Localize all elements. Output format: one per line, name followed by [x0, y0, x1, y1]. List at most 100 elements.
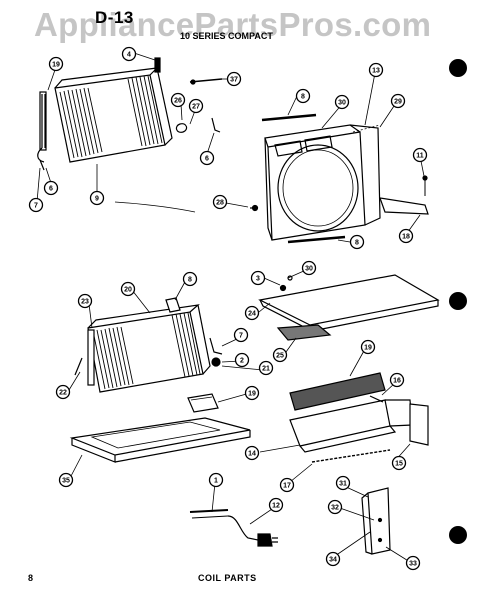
callout-circle: [244, 445, 260, 461]
callout-number: 8: [188, 277, 192, 284]
callout-2: 2: [234, 352, 250, 368]
callout-circle: [390, 93, 406, 109]
callout-number: 9: [95, 196, 99, 203]
callout-7: 7: [28, 197, 44, 213]
callout-number: 16: [393, 378, 401, 385]
callout-number: 35: [62, 478, 70, 485]
callout-circle: [258, 360, 274, 376]
binder-hole-mark-top: [449, 59, 467, 77]
callout-circle: [250, 270, 266, 286]
callout-22: 22: [55, 384, 71, 400]
callout-circle: [335, 475, 351, 491]
callout-6: 6: [199, 150, 215, 166]
callout-23: 23: [77, 293, 93, 309]
callout-number: 26: [174, 98, 182, 105]
callout-circle: [279, 477, 295, 493]
callout-32: 32: [327, 499, 343, 515]
callout-3: 3: [250, 270, 266, 286]
callout-circle: [188, 98, 204, 114]
callout-number: 25: [276, 353, 284, 360]
callout-circle: [349, 234, 365, 250]
callout-circle: [327, 499, 343, 515]
footer-title: COIL PARTS: [198, 573, 257, 583]
upper-coil-assembly: [37, 57, 223, 171]
callout-26: 26: [170, 92, 186, 108]
callout-circle: [295, 88, 311, 104]
callout-circle: [389, 372, 405, 388]
fan-shroud-assembly: [250, 113, 429, 244]
callout-number: 15: [395, 461, 403, 468]
page-code: D-13: [95, 8, 134, 27]
callout-16: 16: [389, 372, 405, 388]
callout-circle: [368, 62, 384, 78]
callout-number: 20: [124, 287, 132, 294]
page-number: 8: [28, 573, 34, 583]
callout-circle: [325, 551, 341, 567]
callout-circle: [360, 339, 376, 355]
callout-number: 19: [364, 345, 372, 352]
callout-14: 14: [244, 445, 260, 461]
callout-33: 33: [405, 555, 421, 571]
callout-number: 22: [59, 390, 67, 397]
callout-25: 25: [272, 347, 288, 363]
callout-circle: [48, 56, 64, 72]
callout-29: 29: [390, 93, 406, 109]
top-cover-plate: [258, 274, 440, 341]
callout-number: 34: [329, 557, 337, 564]
callout-circle: [55, 384, 71, 400]
callout-34: 34: [325, 551, 341, 567]
callout-number: 19: [52, 62, 60, 69]
callout-8: 8: [182, 271, 198, 287]
callout-number: 30: [305, 266, 313, 273]
callout-number: 30: [338, 100, 346, 107]
callout-circle: [212, 194, 228, 210]
callout-number: 21: [262, 366, 270, 373]
callout-number: 14: [248, 451, 256, 458]
callout-circle: [58, 472, 74, 488]
callout-27: 27: [188, 98, 204, 114]
callout-circle: [89, 190, 105, 206]
callout-circle: [268, 497, 284, 513]
callout-20: 20: [120, 281, 136, 297]
callout-number: 12: [272, 503, 280, 510]
callout-number: 17: [283, 483, 291, 490]
callout-6: 6: [43, 180, 59, 196]
callout-circle: [405, 555, 421, 571]
power-cord-assembly: [189, 509, 278, 547]
lower-coil-assembly: [74, 297, 223, 393]
callout-circle: [234, 352, 250, 368]
callout-circle: [244, 305, 260, 321]
callout-13: 13: [368, 62, 384, 78]
callout-30: 30: [334, 94, 350, 110]
callout-30: 30: [301, 260, 317, 276]
callout-11: 11: [412, 147, 428, 163]
callout-number: 11: [416, 153, 424, 160]
callout-circle: [170, 92, 186, 108]
callout-number: 6: [205, 156, 209, 163]
callout-number: 1: [214, 478, 218, 485]
callout-number: 2: [240, 358, 244, 365]
callout-number: 8: [355, 240, 359, 247]
callout-number: 27: [192, 104, 200, 111]
insulation-and-bracket: [289, 372, 429, 463]
callout-number: 32: [331, 505, 339, 512]
callout-number: 7: [34, 203, 38, 210]
callout-number: 23: [81, 299, 89, 306]
callout-circle: [391, 455, 407, 471]
callout-19: 19: [360, 339, 376, 355]
callout-7: 7: [233, 327, 249, 343]
callout-1: 1: [208, 472, 224, 488]
callout-number: 19: [248, 391, 256, 398]
callout-24: 24: [244, 305, 260, 321]
callout-number: 37: [230, 77, 238, 84]
callout-number: 24: [248, 311, 256, 318]
callout-circle: [226, 71, 242, 87]
callout-31: 31: [335, 475, 351, 491]
callout-circle: [199, 150, 215, 166]
callout-15: 15: [391, 455, 407, 471]
callout-number: 18: [402, 234, 410, 241]
callout-circle: [398, 228, 414, 244]
callout-9: 9: [89, 190, 105, 206]
